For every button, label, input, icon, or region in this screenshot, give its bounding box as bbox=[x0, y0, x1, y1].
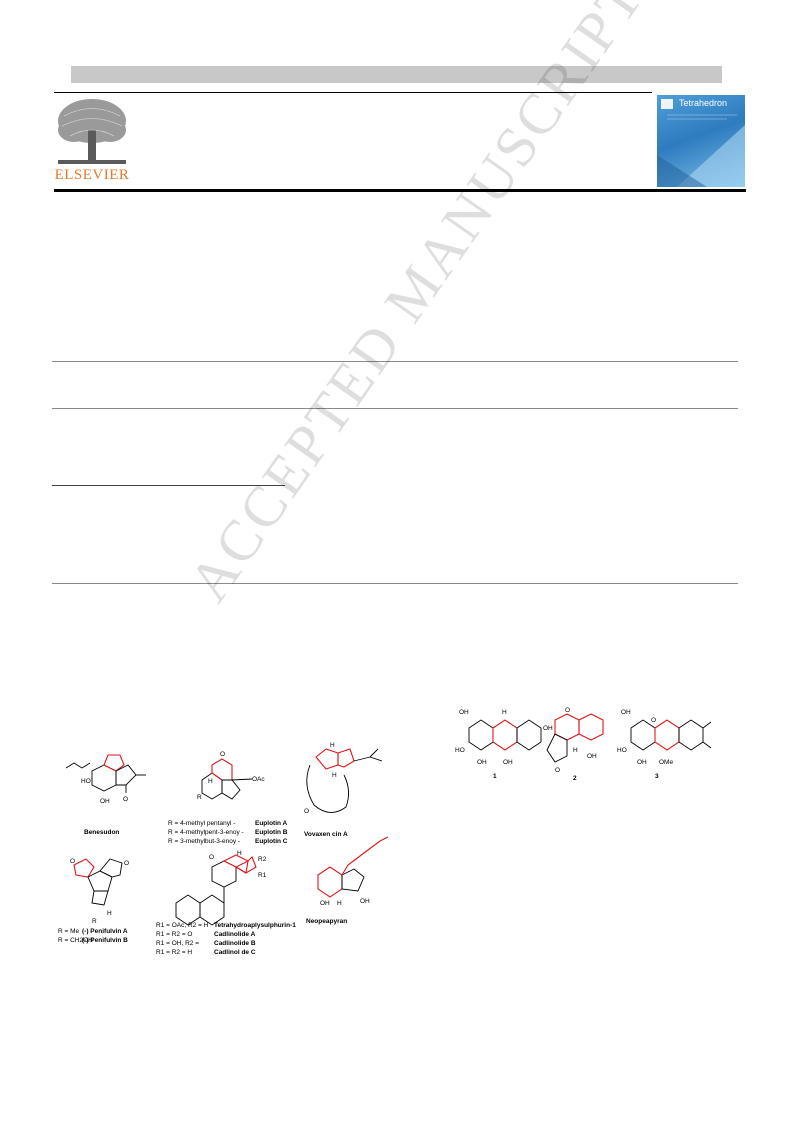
header-bar bbox=[71, 66, 722, 83]
compound-1-oh-right: OH bbox=[543, 725, 553, 732]
compounds-figure: OH HO OH OH OH H 1 O H OH O 2 OH HO OH O… bbox=[455, 707, 712, 782]
cover-graphic bbox=[657, 99, 745, 187]
section-rule-2 bbox=[52, 408, 738, 409]
compound-1-structure: OH HO OH OH OH H 1 bbox=[455, 709, 553, 780]
penifulvin-r-label: R bbox=[92, 918, 97, 925]
euplotin-oac-label: OAc bbox=[252, 776, 265, 783]
compound-3-ome-label: OMe bbox=[659, 759, 673, 766]
cadlinolide-r2-label: R2 bbox=[258, 856, 267, 863]
cadlinolide-r-1: R1 = OAc, R2 = H bbox=[156, 922, 209, 929]
penifulvin-a-name: (-) Penifulvin A bbox=[82, 928, 128, 935]
benesudon-ho-label: HO bbox=[81, 778, 91, 785]
cadlinolide-a-name: Cadlinolide A bbox=[214, 931, 256, 938]
compound-1-ho-label: HO bbox=[455, 747, 465, 754]
penifulvin-o2-label: O bbox=[124, 860, 129, 867]
penifulvin-b-name: (-) Penifulvin B bbox=[82, 937, 128, 944]
benesudon-structure: HO OH O Benesudon bbox=[65, 754, 146, 836]
section-rule-3 bbox=[52, 583, 738, 584]
vovaxenicin-o-label: O bbox=[304, 808, 309, 815]
journal-cover: Tetrahedron bbox=[657, 95, 745, 187]
neopeapyran-name: Neopeapyran bbox=[306, 918, 347, 925]
elsevier-tree-logo bbox=[58, 99, 126, 164]
natural-products-figure: HO OH O Benesudon OAc R H O R = 4-methyl… bbox=[58, 742, 389, 956]
vovaxenicin-structure: H H O Vovaxen cin A bbox=[304, 742, 383, 838]
vovaxenicin-name: Vovaxen cin A bbox=[304, 831, 348, 838]
cadlinolide-r-3: R1 = OH, R2 = bbox=[156, 940, 199, 947]
compound-3-o-label: O bbox=[651, 717, 656, 724]
compound-3-oh-top: OH bbox=[621, 709, 631, 716]
euplotin-r-label: R bbox=[197, 794, 202, 801]
cadlinolide-o-label: O bbox=[209, 854, 214, 861]
compound-3-oh-bottom: OH bbox=[637, 759, 647, 766]
cadlinolide-h-label: H bbox=[237, 850, 242, 857]
euplotin-a-name: Euplotin A bbox=[255, 820, 288, 827]
benesudon-name: Benesudon bbox=[84, 829, 119, 836]
cadlinolide-r-2: R1 = R2 = O bbox=[156, 931, 193, 938]
header-rule bbox=[54, 92, 652, 93]
neopeapyran-h-label: H bbox=[337, 900, 342, 907]
compound-1-oh-bottom-2: OH bbox=[503, 759, 513, 766]
publisher-name: ELSEVIER bbox=[54, 167, 130, 183]
neopeapyran-oh2-label: OH bbox=[360, 898, 370, 905]
compound-2-number: 2 bbox=[573, 775, 577, 782]
benesudon-oh-label: OH bbox=[100, 798, 110, 805]
compound-2-h-label: H bbox=[573, 747, 578, 754]
euplotin-r-3: R = 3-methylbut-3-enoy - bbox=[168, 838, 240, 845]
vovaxenicin-h-label: H bbox=[330, 742, 335, 749]
section-rule-1 bbox=[52, 361, 738, 362]
vovaxenicin-h2-label: H bbox=[332, 772, 337, 779]
cadlinolide-r-4: R1 = R2 = H bbox=[156, 949, 192, 956]
benesudon-o-label: O bbox=[123, 796, 128, 803]
euplotin-o-label: O bbox=[220, 751, 225, 758]
compound-1-oh-top: OH bbox=[459, 709, 469, 716]
cadlinolide-r1-label: R1 bbox=[258, 872, 267, 879]
compound-1-oh-bottom-1: OH bbox=[477, 759, 487, 766]
neopeapyran-structure: OH H OH Neopeapyran bbox=[306, 836, 389, 925]
cadlinolide-structure: O H R2 R1 R1 = OAc, R2 = H R1 = R2 = O R… bbox=[156, 850, 296, 956]
euplotin-r-2: R = 4-methylpent-3-enoy - bbox=[168, 829, 244, 836]
euplotin-r-1: R = 4-methyl pentanyl - bbox=[168, 820, 235, 827]
penifulvin-r-2: R = CH2OH bbox=[58, 937, 93, 944]
footnote-rule bbox=[52, 485, 285, 486]
compound-1-h-label: H bbox=[502, 709, 507, 716]
euplotin-structure: OAc R H O R = 4-methyl pentanyl - R = 4-… bbox=[168, 751, 288, 845]
compound-3-ho-label: HO bbox=[617, 747, 627, 754]
compound-3-structure: OH HO OH OMe O 3 bbox=[617, 709, 712, 780]
penifulvin-r-1: R = Me bbox=[58, 928, 80, 935]
neopeapyran-oh-label: OH bbox=[320, 900, 330, 907]
euplotin-c-name: Euplotin C bbox=[255, 838, 288, 845]
journal-cover-title: Tetrahedron bbox=[679, 98, 728, 108]
euplotin-h-label: H bbox=[208, 778, 213, 785]
compound-2-o-bottom: O bbox=[555, 767, 560, 774]
compound-1-number: 1 bbox=[493, 773, 497, 780]
penifulvin-o-label: O bbox=[70, 858, 75, 865]
cadlinolide-c-name: Cadlinol de C bbox=[214, 949, 256, 956]
tetrahydroaplysulphurin-name: Tetrahydroaplysulphurin-1 bbox=[214, 922, 296, 929]
cadlinolide-b-name: Cadlinolide B bbox=[214, 940, 256, 947]
compound-2-oh-label: OH bbox=[587, 753, 597, 760]
header-thick-rule bbox=[54, 189, 746, 192]
compound-2-structure: O H OH O 2 bbox=[546, 707, 604, 782]
penifulvin-structure: R H O O R = Me R = CH2OH (-) Penifulvin … bbox=[58, 858, 129, 944]
compound-3-number: 3 bbox=[655, 773, 659, 780]
penifulvin-h-label: H bbox=[107, 910, 112, 917]
compound-2-o-label: O bbox=[565, 707, 570, 714]
euplotin-b-name: Euplotin B bbox=[255, 829, 288, 836]
